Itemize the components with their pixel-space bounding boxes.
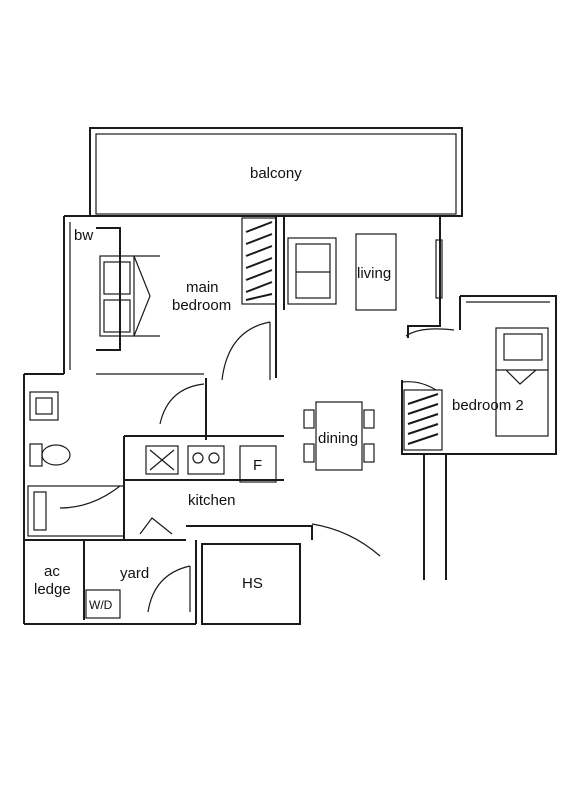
yard-label: yard — [120, 565, 149, 582]
kitchen-label: kitchen — [188, 492, 236, 509]
kitchen-counter — [145, 445, 277, 483]
ac-ledge-label: ac — [44, 563, 60, 580]
bw-label: bw — [74, 227, 93, 244]
dining-label: dining — [318, 430, 358, 447]
ac-ledge-label-2: ledge — [34, 581, 71, 598]
bedroom2-furniture — [403, 327, 549, 451]
outer-walls — [23, 215, 557, 625]
washer-dryer-label: W/D — [89, 598, 113, 612]
fridge-label: F — [253, 457, 262, 474]
balcony-label: balcony — [250, 165, 302, 182]
hs-label: HS — [242, 575, 263, 592]
main-bedroom-label: main — [186, 279, 219, 296]
bathroom-fixtures — [27, 391, 125, 537]
washer-dryer — [85, 589, 121, 619]
living-furniture — [287, 233, 443, 311]
living-label: living — [357, 265, 391, 282]
bedroom2-label: bedroom 2 — [452, 397, 524, 414]
interior-walls — [24, 216, 313, 625]
main-bed — [99, 255, 160, 337]
dining-table — [303, 401, 375, 471]
main-bedroom-label-2: bedroom — [172, 297, 231, 314]
doors — [139, 321, 455, 613]
main-wardrobe — [241, 217, 277, 305]
